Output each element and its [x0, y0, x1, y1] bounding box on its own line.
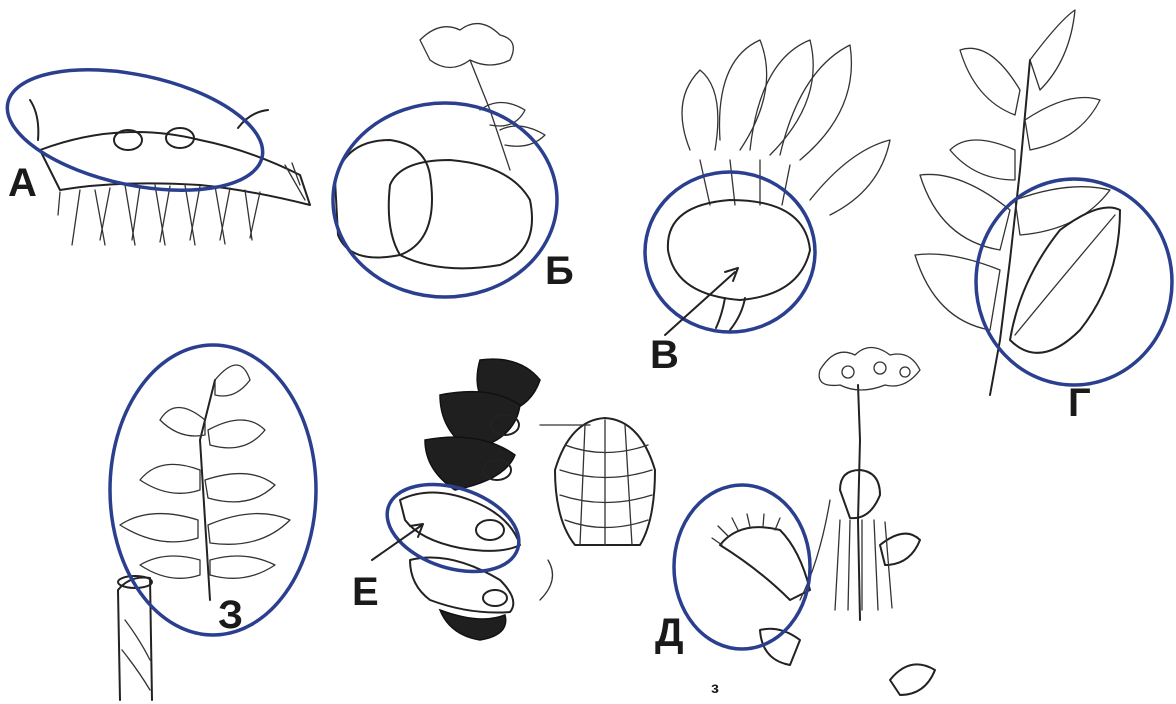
- page-mark: з: [711, 680, 719, 697]
- kohlrabi-illustration: [645, 40, 890, 335]
- leafy-shoot-illustration: [915, 10, 1172, 395]
- highlight-circle-e: [376, 469, 530, 587]
- highlight-circle-v: [645, 172, 815, 332]
- label-d: Д: [655, 611, 684, 655]
- label-z: З: [218, 593, 243, 637]
- label-v: В: [650, 333, 679, 377]
- tuber-illustration: [333, 24, 557, 297]
- label-e: Е: [352, 570, 379, 614]
- label-b: Б: [545, 249, 574, 293]
- label-a: А: [8, 161, 37, 205]
- flytrap-illustration: [674, 348, 935, 696]
- rhizome-illustration: [0, 49, 310, 245]
- cone-scale-illustration: [372, 359, 655, 640]
- highlight-circle-g: [976, 179, 1172, 385]
- highlight-circle-a: [0, 49, 274, 211]
- highlight-circle-d: [674, 485, 810, 649]
- compound-leaf-illustration: [110, 345, 316, 700]
- label-g: Г: [1068, 381, 1091, 425]
